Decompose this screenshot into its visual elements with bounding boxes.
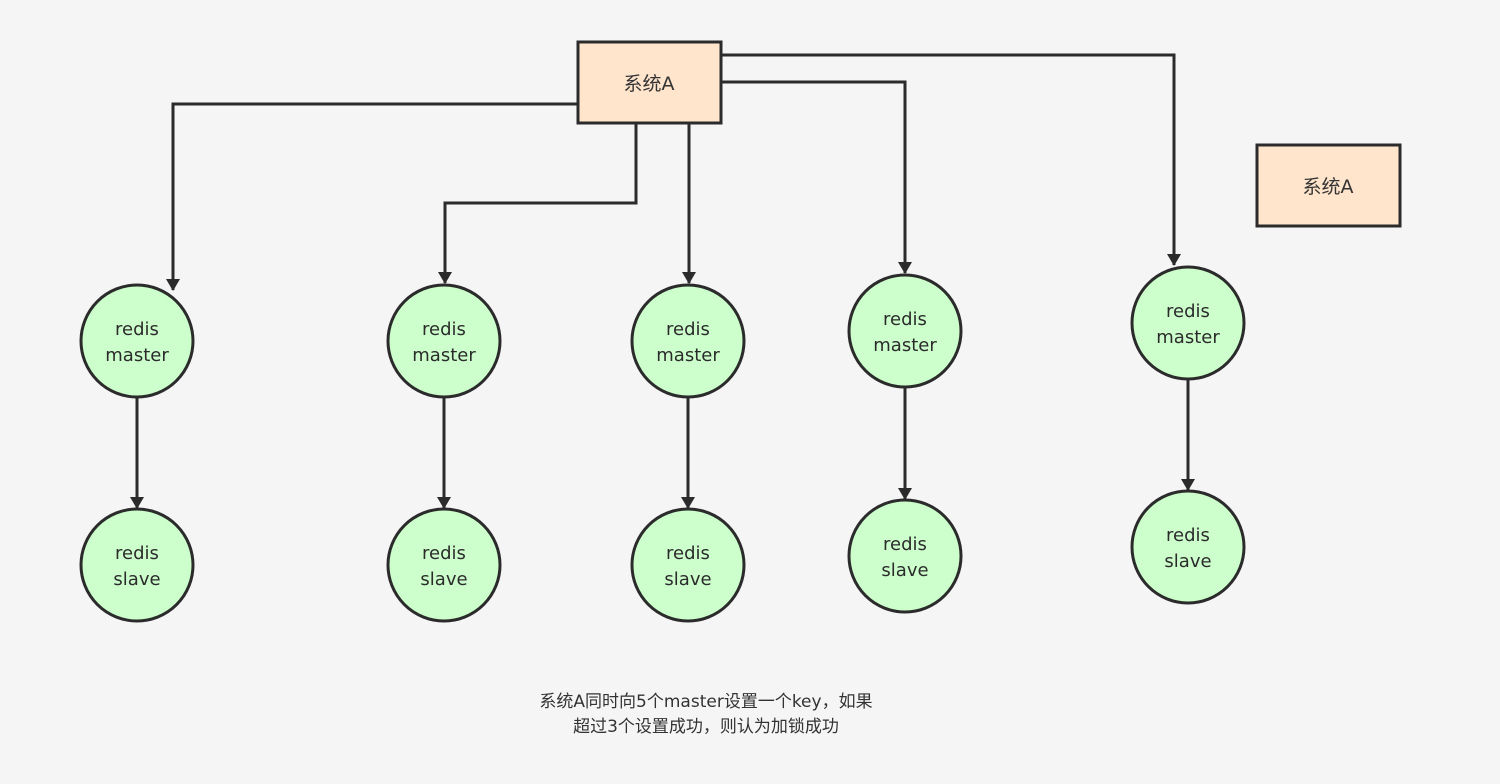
redis-slave-node: redis slave xyxy=(386,507,502,623)
redis-slave-circle xyxy=(847,498,963,614)
redis-slave-node: redis slave xyxy=(630,507,746,623)
redis-slave-label: slave xyxy=(881,560,928,581)
redis-slave-label: redis xyxy=(1166,525,1210,546)
system-a-main-label: 系统A xyxy=(624,73,675,95)
connector-to-master-2 xyxy=(438,124,638,284)
redis-slave-label: slave xyxy=(113,569,160,590)
redis-master-circle xyxy=(847,273,963,389)
connector-to-master-5 xyxy=(721,53,1181,266)
redis-master-label: master xyxy=(1156,327,1220,348)
redis-slave-label: redis xyxy=(666,543,710,564)
redis-master-circle xyxy=(79,283,195,399)
redis-master-label: redis xyxy=(883,309,927,330)
redis-slave-node: redis slave xyxy=(1130,489,1246,605)
redis-slave-label: slave xyxy=(664,569,711,590)
redis-master-node: redis master xyxy=(386,283,502,399)
redis-master-label: redis xyxy=(1166,301,1210,322)
redis-slave-circle xyxy=(630,507,746,623)
caption-line-2: 超过3个设置成功，则认为加锁成功 xyxy=(573,717,839,737)
redis-master-node: redis master xyxy=(79,283,195,399)
redis-slave-circle xyxy=(1130,489,1246,605)
redis-clusters: redis master redis slave redis master redis sla… xyxy=(79,265,1246,623)
redis-master-label: master xyxy=(656,345,720,366)
redis-slave-label: slave xyxy=(420,569,467,590)
redis-master-label: master xyxy=(105,345,169,366)
redis-slave-circle xyxy=(386,507,502,623)
redis-slave-node: redis slave xyxy=(847,498,963,614)
redis-master-circle xyxy=(386,283,502,399)
connector-to-master-4 xyxy=(721,80,912,274)
redis-cluster-3: redis master redis slave xyxy=(630,283,746,623)
redis-master-label: redis xyxy=(422,319,466,340)
redis-cluster-4: redis master redis slave xyxy=(847,273,963,614)
system-a-side-label: 系统A xyxy=(1303,176,1354,198)
redis-slave-label: redis xyxy=(883,534,927,555)
redis-slave-label: slave xyxy=(1164,551,1211,572)
redis-master-node: redis master xyxy=(847,273,963,389)
redis-slave-node: redis slave xyxy=(79,507,195,623)
connector-to-master-1 xyxy=(166,102,578,291)
caption: 系统A同时向5个master设置一个key，如果 超过3个设置成功，则认为加锁成… xyxy=(400,690,1012,740)
redis-master-label: master xyxy=(412,345,476,366)
redis-slave-label: redis xyxy=(115,543,159,564)
redis-cluster-5: redis master redis slave xyxy=(1130,265,1246,605)
redis-master-label: redis xyxy=(115,319,159,340)
system-a-main-box: 系统A xyxy=(576,40,723,125)
caption-line-1: 系统A同时向5个master设置一个key，如果 xyxy=(539,692,873,712)
redis-cluster-1: redis master redis slave xyxy=(79,283,195,623)
redis-master-node: redis master xyxy=(630,283,746,399)
redis-master-node: redis master xyxy=(1130,265,1246,381)
redis-master-label: redis xyxy=(666,319,710,340)
redis-slave-circle xyxy=(79,507,195,623)
connectors xyxy=(166,53,1181,291)
redis-slave-label: redis xyxy=(422,543,466,564)
redis-master-label: master xyxy=(873,335,937,356)
redis-master-circle xyxy=(1130,265,1246,381)
redis-master-circle xyxy=(630,283,746,399)
system-a-side-box: 系统A xyxy=(1255,143,1402,228)
redis-cluster-2: redis master redis slave xyxy=(386,283,502,623)
